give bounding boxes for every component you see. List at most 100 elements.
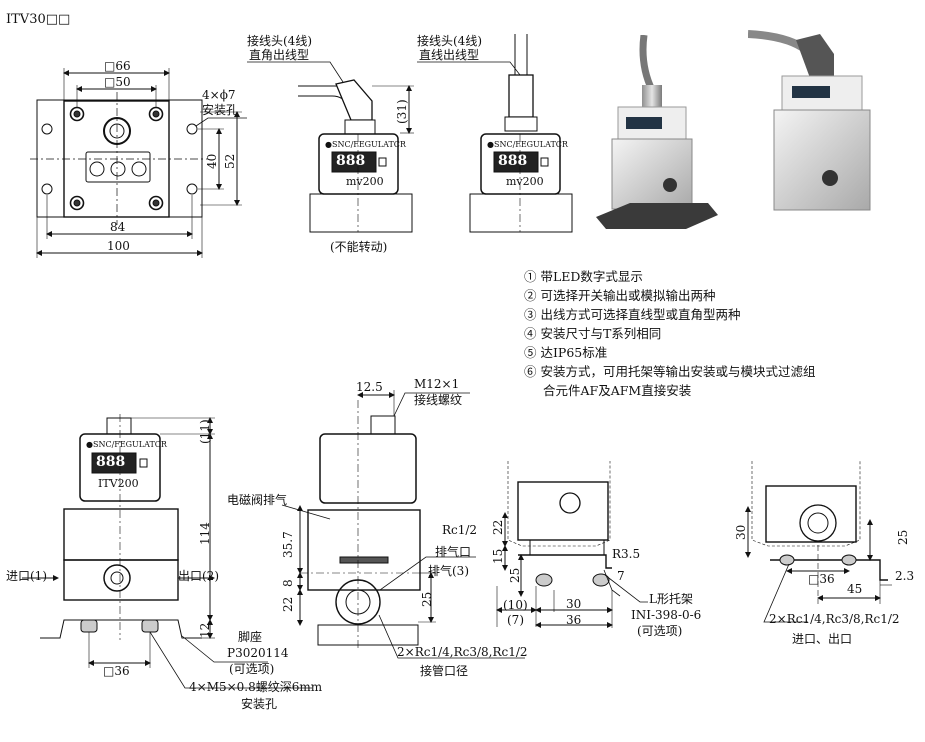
screw-head-bl [73, 199, 81, 207]
thread-label: 接线螺纹 [414, 393, 463, 407]
dim-12: 12 [198, 622, 212, 638]
mount-hole-2 [41, 183, 53, 195]
straight-model: mv200 [506, 175, 544, 188]
screw-tr [148, 106, 164, 122]
button-3 [131, 161, 147, 177]
side-coil-housing [319, 433, 417, 504]
dim-22: 22 [281, 596, 295, 612]
dim-p36: □36 [808, 572, 835, 586]
port-spec: 2×Rc1/4,Rc3/8,Rc1/2 [769, 612, 900, 626]
port-view [745, 461, 892, 623]
straight-brand: ●SNC/FEGULATCR [487, 140, 568, 149]
connector-straight-view [417, 34, 573, 233]
mount-hole-1 [41, 123, 53, 135]
port-hole [799, 504, 837, 542]
angle-model: mv200 [346, 175, 384, 188]
port-leader [763, 563, 808, 623]
feature-2: ② 可选择开关输出或模拟输出两种 [524, 288, 716, 303]
straight-display: 888 [498, 153, 528, 169]
connector-straight-head [508, 74, 534, 118]
front-connector-nut [106, 417, 132, 435]
dim-b7-paren: (7) [507, 613, 524, 627]
screw-br [148, 195, 164, 211]
product-photo-bracket [596, 35, 718, 229]
bracket-label-2: INI-398-0-6 [631, 608, 702, 622]
screw-spec: 4×M5×0.8螺纹深6mm [189, 680, 323, 694]
dim-11: (11) [198, 419, 212, 444]
dim-66: □66 [104, 59, 131, 73]
dim-50: □50 [104, 75, 131, 89]
solenoid-leader [281, 504, 331, 520]
drawing-title: ITV30□□ [6, 12, 71, 27]
feature-6: ⑥ 安装方式，可用托架等输出安装或与模块式过滤组 [524, 364, 816, 379]
dim-40: 40 [205, 153, 219, 169]
dim-b10: (10) [503, 598, 528, 612]
side-exhaust-port [335, 579, 381, 625]
angle-display: 888 [336, 153, 366, 169]
body-angle [309, 193, 413, 233]
screw-tl [69, 106, 85, 122]
pipe-spec: 2×Rc1/4,Rc3/8,Rc1/2 [397, 645, 528, 659]
dim-8: 8 [281, 579, 295, 587]
dim-b36: 36 [566, 613, 582, 627]
screw-head-tl [73, 110, 81, 118]
body-straight [469, 193, 573, 233]
hole-spec: 4×ϕ7 [202, 88, 236, 102]
hole-leader [195, 117, 247, 127]
thread-leader [393, 392, 470, 417]
straight-connector-label-2: 直线出线型 [419, 48, 480, 62]
no-rotate-note: (不能转动) [330, 240, 388, 254]
screw-leader [149, 631, 312, 689]
mount-hole-label: 安装孔 [241, 697, 278, 711]
dim-b25: 25 [508, 567, 522, 583]
port-body [765, 485, 857, 543]
dim-52: 52 [223, 153, 237, 169]
foot-label-2: P3020114 [227, 646, 289, 660]
foot-label-1: 脚座 [238, 630, 263, 644]
solenoid-exhaust: 电磁阀排气 [227, 493, 288, 507]
port-label: 进口、出口 [792, 632, 853, 646]
l-bracket [518, 554, 612, 569]
foot-label-3: (可选项) [229, 662, 275, 676]
side-view [281, 390, 525, 659]
dim-12-5: 12.5 [356, 380, 383, 394]
mount-hole-4 [186, 183, 198, 195]
front-led-display [91, 452, 137, 474]
feature-5: ⑤ 达IP65标准 [524, 345, 608, 360]
dim-84: 84 [110, 220, 126, 234]
button-2 [110, 161, 126, 177]
exhaust-port-label: 排气口 [435, 545, 472, 559]
connector-nut-straight [504, 116, 538, 132]
led-display-straight [493, 151, 539, 173]
dim-114: 114 [198, 522, 212, 545]
inlet-label: 进口(1) [6, 569, 47, 583]
dim-p30: 30 [734, 524, 748, 540]
button-1 [89, 161, 105, 177]
front-upper-body [63, 508, 179, 561]
side-connector-nut [370, 415, 396, 435]
bracket-view [496, 461, 648, 628]
mount-hole-3 [186, 123, 198, 135]
dim-p2-3: 2.3 [895, 569, 915, 583]
exhaust-3-label: 排气(3) [428, 564, 469, 578]
feature-1: ① 带LED数字式显示 [524, 269, 643, 284]
front-display: 888 [96, 454, 126, 470]
rc-half: Rc1/2 [442, 523, 478, 537]
control-panel [85, 151, 151, 183]
front-brand: ●SNC/FEGULATCR [86, 440, 167, 449]
connector-angle-head [335, 79, 373, 121]
bracket-label-1: L形托架 [649, 592, 693, 606]
feature-4: ④ 安装尺寸与T系列相同 [524, 326, 662, 341]
led-display-angle [331, 151, 377, 173]
indicator-angle [378, 157, 387, 167]
feature-3: ③ 出线方式可选择直线型或直角型两种 [524, 307, 741, 322]
indicator-straight [540, 157, 549, 167]
angle-connector-label-1: 接线头(4线) [247, 34, 312, 48]
dim-100: 100 [107, 239, 130, 253]
hole-label: 安装孔 [202, 103, 239, 117]
angle-brand: ●SNC/FEGULATCR [325, 140, 406, 149]
dim-r3-5: R3.5 [612, 547, 641, 561]
connector-leader-angle [247, 61, 344, 83]
feature-6-cont: 合元件AF及AFM直接安装 [543, 383, 692, 398]
